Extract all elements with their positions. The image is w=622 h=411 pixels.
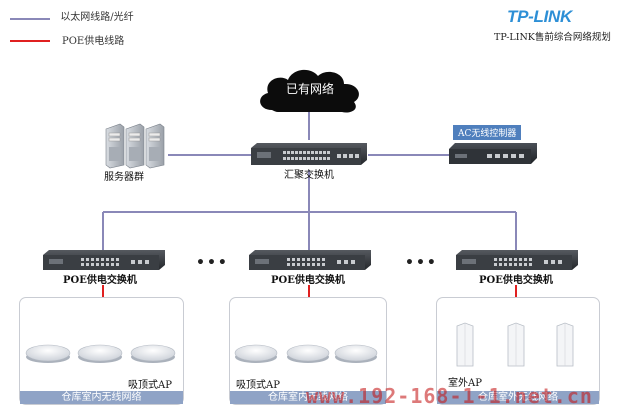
server-cluster-icon: [105, 123, 165, 169]
outdoor-ap-icon: [556, 322, 574, 367]
ceiling-ap-icon: [25, 344, 71, 363]
outdoor-ap-icon: [507, 322, 525, 367]
ceiling-ap-icon: [234, 344, 278, 363]
cloud-icon: [260, 69, 359, 113]
zone-2-ap-label: 吸顶式AP: [236, 380, 280, 391]
ethernet-links: [102, 110, 517, 250]
tp-link-logo: TP-LINK: [507, 7, 572, 26]
legend-ethernet-label: 以太网线路/光纤: [60, 12, 134, 23]
core-switch-label: 汇聚交换机: [284, 170, 334, 181]
ac-controller-icon: [449, 143, 537, 164]
poe-switch-1-label: POE供电交换机: [63, 275, 137, 286]
poe-switch-2-icon: [249, 250, 371, 270]
poe-switch-2-label: POE供电交换机: [271, 275, 345, 286]
cloud-label: 已有网络: [285, 82, 334, 96]
legend-poe-label: POE供电线路: [62, 36, 125, 47]
brand-subtitle: TP-LINK售前综合网络规划: [494, 32, 611, 43]
zone-1-ap-label: 吸顶式AP: [128, 380, 172, 391]
ceiling-ap-icon: [77, 344, 123, 363]
zone-indoor-1-label: 仓库室内无线网络: [20, 391, 183, 404]
ceiling-ap-icons-zone-2: [234, 344, 378, 363]
ellipsis-left: •••: [196, 255, 229, 271]
outdoor-ap-icon: [456, 322, 474, 367]
poe-switch-3-icon: [456, 250, 578, 270]
ceiling-ap-icons-zone-1: [25, 344, 176, 363]
ellipsis-right: •••: [405, 255, 438, 271]
poe-switch-1-icon: [43, 250, 165, 270]
outdoor-ap-icons: [456, 322, 574, 367]
ceiling-ap-icon: [286, 344, 330, 363]
zone-indoor-2-label: 仓库室内无线网络: [230, 391, 386, 404]
poe-switch-3-label: POE供电交换机: [479, 275, 553, 286]
zone-outdoor-label: 仓库室外无线网络: [437, 391, 599, 404]
ac-controller-label: AC无线控制器: [453, 125, 522, 140]
ceiling-ap-icon: [130, 344, 176, 363]
server-cluster-label: 服务器群: [104, 172, 144, 183]
zone-3-ap-label: 室外AP: [448, 378, 482, 389]
core-switch-icon: [251, 143, 367, 165]
watermark-text: www.192-168-1-1.net.cn: [306, 384, 593, 408]
ceiling-ap-icon: [334, 344, 378, 363]
